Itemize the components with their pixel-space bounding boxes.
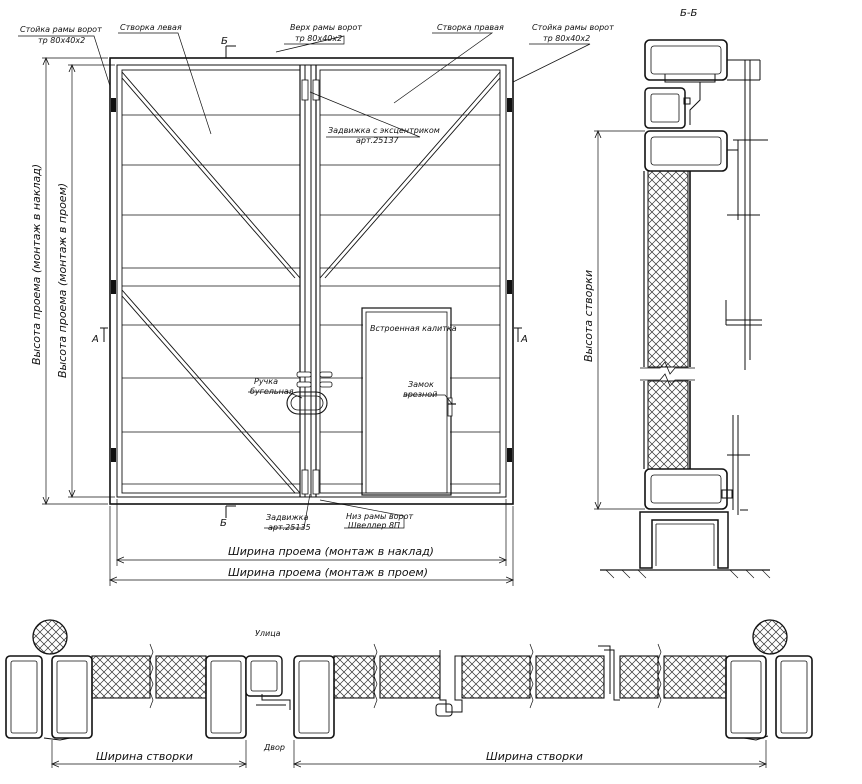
plan-wicket-stile xyxy=(245,655,283,697)
hinge-marks xyxy=(111,98,512,462)
callout-bolt-eccentric-art: арт.25137 xyxy=(356,136,400,145)
callout-bolt-eccentric: Задвижка с эксцентриком xyxy=(328,126,440,135)
bolt-latches xyxy=(296,79,333,495)
callout-frame-top: Верх рамы ворот xyxy=(290,23,362,32)
hinge-round-right xyxy=(752,619,788,655)
callout-frame-bottom: Низ рамы ворот xyxy=(346,512,413,521)
callout-leaf-right: Створка правая xyxy=(437,23,504,32)
plan-leaf-right-center-stile xyxy=(293,655,335,739)
front-view: Б Б А А Стойка рамы ворот тр 80х40х2 Ств… xyxy=(18,23,614,586)
dim-leaf-width-right: Ширина створки xyxy=(486,750,583,763)
width-dimensions xyxy=(110,499,513,586)
plan-view: Улица Двор xyxy=(5,619,813,768)
height-dimensions xyxy=(42,58,115,504)
callout-frame-top-profile: тр 80х40х2 xyxy=(295,34,342,43)
panel-joints xyxy=(122,114,500,485)
callout-handle-type: бугельная xyxy=(250,387,294,396)
plan-yard-label: Двор xyxy=(263,743,285,752)
section-mark-a-left: А xyxy=(91,334,99,345)
leader-lines xyxy=(18,32,591,529)
plan-post-left xyxy=(5,655,43,739)
callout-post-right: Стойка рамы ворот xyxy=(532,23,614,32)
dim-width-inset: Ширина проема (монтаж в проем) xyxy=(228,566,428,579)
plan-leaf-right-stile xyxy=(725,655,767,739)
callout-post-left-profile: тр 80х40х2 xyxy=(38,36,85,45)
callout-lock-type: врезной xyxy=(403,390,437,399)
plan-street-label: Улица xyxy=(255,629,281,638)
dim-leaf-height: Высота створки xyxy=(582,270,595,362)
plan-insulated-panels xyxy=(91,655,727,699)
hinge-round-left xyxy=(32,619,68,655)
bow-handle-icon xyxy=(286,391,328,415)
dim-height-inset: Высота проема (монтаж в проем) xyxy=(56,183,69,378)
plan-post-right xyxy=(775,655,813,739)
bottom-channel-8p xyxy=(639,511,729,569)
leaf-top-tube xyxy=(644,87,686,129)
section-markers xyxy=(100,45,522,518)
dim-width-overlay: Ширина проема (монтаж в наклад) xyxy=(228,545,434,558)
insulated-panel-upper xyxy=(647,170,689,368)
plan-leaf-left-stile xyxy=(51,655,93,739)
leaf-bottom-tube xyxy=(644,468,728,510)
callout-leaf-left: Створка левая xyxy=(120,23,182,32)
gate-frame-outer xyxy=(109,57,514,505)
wicket-door-outer xyxy=(361,307,452,496)
callout-wicket: Встроенная калитка xyxy=(370,324,457,333)
callout-post-right-profile: тр 80х40х2 xyxy=(543,34,590,43)
dim-leaf-width-left: Ширина створки xyxy=(96,750,193,763)
callout-bolt-art: арт.25135 xyxy=(268,523,311,532)
callout-post-left: Стойка рамы ворот xyxy=(20,25,102,34)
callout-lock: Замок xyxy=(408,380,434,389)
section-mark-b-top: Б xyxy=(221,36,228,47)
plan-leaf-left-center-stile xyxy=(205,655,247,739)
wicket-door-inner xyxy=(365,311,448,494)
section-mark-a-right: А xyxy=(520,334,528,345)
section-mark-b-bottom: Б xyxy=(220,518,227,529)
section-bb-view: Б-Б xyxy=(582,8,771,579)
insulated-panel-lower xyxy=(647,380,689,470)
callout-bolt: Задвижка xyxy=(266,513,309,522)
callout-handle: Ручка xyxy=(254,377,278,386)
callout-frame-bottom-profile: Швеллер 8П xyxy=(348,521,400,530)
plan-joint-profiles xyxy=(43,645,769,741)
dim-height-overlay: Высота проема (монтаж в наклад) xyxy=(30,164,43,365)
section-bb-title: Б-Б xyxy=(680,8,697,19)
diagonal-braces xyxy=(121,71,501,494)
